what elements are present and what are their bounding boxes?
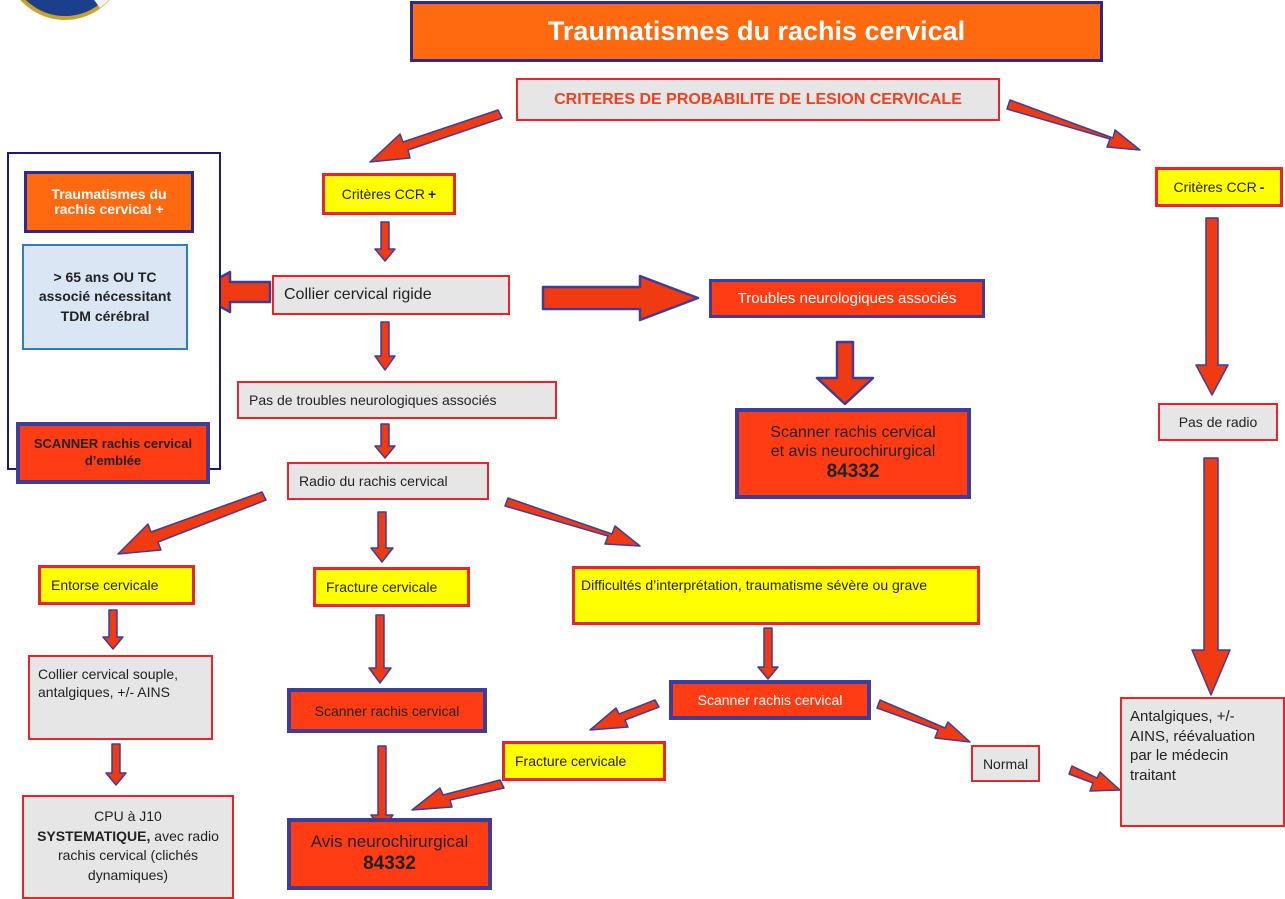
- radio-rachis-box: Radio du rachis cervical: [287, 462, 489, 500]
- arrow-collier-down: [374, 321, 396, 371]
- arrow-radio-down: [370, 511, 394, 563]
- criteres-ccr-minus-box: Critères CCR -: [1155, 167, 1283, 207]
- scanner-rachis-box-1: Scanner rachis cervical: [287, 688, 487, 733]
- side-panel-header: Traumatismes du rachis cervical +: [24, 171, 194, 233]
- arrow-collier-to-troubles: [541, 274, 700, 322]
- arrow-pas-troubles-down: [374, 423, 396, 459]
- ccr-minus-sign: -: [1259, 179, 1265, 195]
- cpu-rest: avec radio rachis cervical (clichés dyna…: [57, 827, 219, 883]
- difficultes-box: Difficultés d’interprétation, traumatism…: [572, 566, 980, 625]
- arrow-pas-radio-down: [1191, 457, 1231, 696]
- fracture-cervicale-box: Fracture cervicale: [313, 567, 470, 607]
- avis-neuro-box: Avis neurochirurgical 84332: [287, 818, 492, 890]
- pas-troubles-box: Pas de troubles neurologiques associés: [237, 381, 557, 419]
- arrow-entorse-down: [102, 609, 124, 650]
- fracture-cervicale-box-2: Fracture cervicale: [502, 741, 666, 781]
- arrow-criteres-to-ccr-minus: [1006, 99, 1141, 151]
- arrow-ccr-minus-down: [1195, 217, 1229, 396]
- avis-neuro-code: 84332: [363, 852, 416, 874]
- scanner-rachis-box-2: Scanner rachis cervical: [669, 680, 871, 720]
- cpu-line1: CPU à J10: [94, 808, 162, 824]
- arrow-radio-to-difficultes: [504, 497, 641, 547]
- arrow-fracture2-to-avis: [411, 779, 505, 811]
- side-panel-scanner: SCANNER rachis cervical d’emblée: [16, 422, 210, 484]
- ccr-plus-sign: +: [428, 186, 437, 202]
- ccr-minus-text: Critères CCR: [1173, 179, 1257, 195]
- arrow-scanner2-to-normal: [876, 699, 971, 743]
- collier-souple-box: Collier cervical souple, antalgiques, +/…: [28, 655, 213, 740]
- normal-box: Normal: [971, 745, 1040, 782]
- logo-icon: [20, 0, 110, 20]
- antalgiques-box: Antalgiques, +/- AINS, réévaluation par …: [1120, 697, 1285, 827]
- side-panel-condition: > 65 ans OU TC associé nécessitant TDM c…: [22, 244, 188, 350]
- scanner-avis-line1: Scanner rachis cervical: [770, 423, 936, 441]
- page-title: Traumatismes du rachis cervical: [410, 1, 1103, 62]
- entorse-cervicale-box: Entorse cervicale: [38, 565, 195, 605]
- cpu-bold: SYSTEMATIQUE,: [37, 827, 151, 844]
- arrow-troubles-to-scanner: [815, 340, 875, 406]
- arrow-fracture1-down: [368, 614, 392, 684]
- scanner-avis-box: Scanner rachis cervical et avis neurochi…: [735, 408, 971, 499]
- scanner-avis-line2: et avis neurochirurgical: [770, 443, 936, 461]
- avis-neuro-line1: Avis neurochirurgical: [310, 832, 469, 852]
- scanner-avis-code: 84332: [826, 461, 880, 483]
- cpu-box: CPU à J10 SYSTEMATIQUE, avec radio rachi…: [22, 795, 234, 899]
- collier-rigide-box: Collier cervical rigide: [272, 275, 510, 315]
- arrow-radio-to-entorse: [117, 491, 267, 555]
- arrow-scanner2-to-fracture2: [589, 699, 660, 731]
- arrow-normal-to-antalgiques: [1068, 765, 1121, 792]
- arrow-souple-down: [105, 743, 127, 786]
- arrow-ccr-plus-down: [374, 221, 396, 262]
- troubles-associes-box: Troubles neurologiques associés: [709, 279, 985, 318]
- pas-de-radio-box: Pas de radio: [1158, 403, 1278, 441]
- arrow-difficultes-down: [757, 627, 779, 680]
- criteres-probabilite-box: CRITERES DE PROBABILITE DE LESION CERVIC…: [516, 78, 1000, 121]
- arrow-criteres-to-ccr-plus: [369, 109, 503, 163]
- criteres-ccr-plus-box: Critères CCR +: [322, 173, 456, 215]
- ccr-plus-text: Critères CCR: [341, 186, 426, 202]
